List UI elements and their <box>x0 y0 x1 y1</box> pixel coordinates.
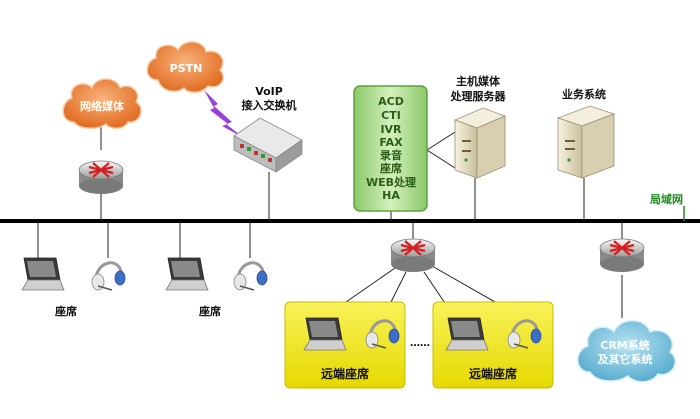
pstn-label: PSTN <box>170 62 203 75</box>
service-fax: FAX <box>379 136 403 149</box>
router-icon <box>599 238 645 272</box>
network-media-cloud: 网络媒体 <box>62 78 142 129</box>
service-cti: CTI <box>381 109 401 122</box>
service-web: WEB处理 <box>366 175 416 189</box>
connection-lines <box>37 127 623 321</box>
svg-text:接入交换机: 接入交换机 <box>242 98 297 112</box>
business-system-label: 业务系统 <box>562 87 606 101</box>
server-icon <box>453 107 507 179</box>
services-panel: ACD CTI IVR FAX 录音 座席 WEB处理 HA <box>353 85 428 212</box>
remote-seat-box-1: 远端座席 <box>284 301 406 389</box>
headset-icon <box>91 261 126 291</box>
headset-icon <box>365 319 400 349</box>
service-ha: HA <box>382 189 400 202</box>
lightning-icon <box>204 90 244 138</box>
crm-label-line1: CRM系统 <box>600 338 650 352</box>
crm-label-line2: 及其它系统 <box>598 352 653 366</box>
switch-icon <box>233 117 303 173</box>
media-server-label: 主机媒体 处理服务器 <box>450 74 507 103</box>
pstn-cloud: PSTN <box>146 41 224 93</box>
voip-switch-label: VoIP 接入交换机 <box>242 85 297 112</box>
remote-seat-box-2: 远端座席 <box>432 301 554 389</box>
network-media-label: 网络媒体 <box>80 99 125 113</box>
headset-icon <box>233 261 268 291</box>
svg-text:处理服务器: 处理服务器 <box>450 89 507 103</box>
remote-seat-label-2: 远端座席 <box>469 366 517 381</box>
crm-cloud: CRM系统 及其它系统 <box>577 320 676 383</box>
service-acd: ACD <box>378 95 404 108</box>
laptop-icon <box>21 257 65 291</box>
laptop-icon <box>303 317 347 351</box>
headset-icon <box>507 319 542 349</box>
remote-seat-ellipsis: …… <box>410 338 430 349</box>
laptop-icon <box>445 317 489 351</box>
service-seat: 座席 <box>379 161 402 175</box>
server-icon <box>556 105 616 179</box>
router-icon <box>390 238 436 272</box>
lan-label: 局域网 <box>649 192 683 206</box>
seat-label-2: 座席 <box>198 304 221 318</box>
router-icon <box>78 160 124 194</box>
service-ivr: IVR <box>380 123 402 136</box>
seat-label-1: 座席 <box>54 304 77 318</box>
service-recording: 录音 <box>380 148 402 162</box>
svg-text:主机媒体: 主机媒体 <box>456 74 501 88</box>
laptop-icon <box>165 257 209 291</box>
svg-text:VoIP: VoIP <box>255 85 283 98</box>
remote-seat-label-1: 远端座席 <box>321 366 369 381</box>
